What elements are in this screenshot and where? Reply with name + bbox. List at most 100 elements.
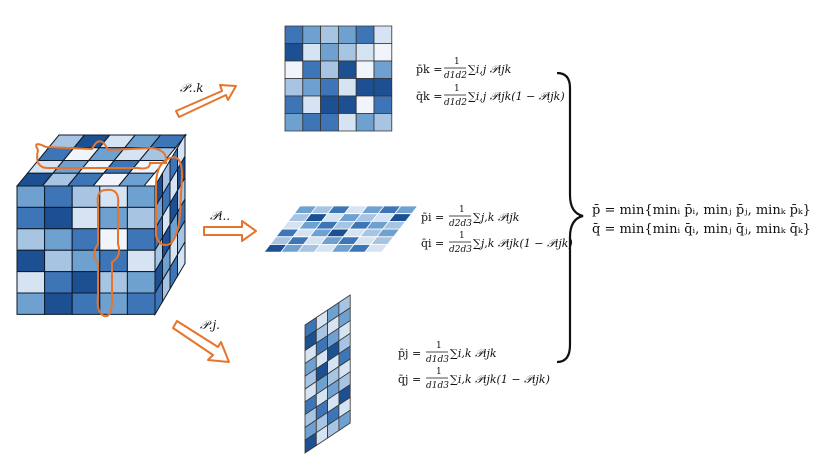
formula-j-q-num: 1 [436,367,442,377]
slice-cell [337,78,357,97]
arrow-j-label: 𝒫.j. [200,318,220,332]
slice-cell [320,95,339,114]
cube-top-face [15,134,188,187]
cube-cell [16,271,46,294]
formula-i-q-sum: ∑j,k 𝒫ijk(1 − 𝒫ijk) [473,237,573,250]
formula-k-p-den: d1d2 [444,71,467,81]
cube-cell [99,228,128,251]
slice-cell [338,409,351,432]
slice-cell [355,95,375,114]
slice-cell [337,25,357,44]
formula-i-p-lhs: p̄i = [421,211,444,224]
slice-cell [302,25,322,44]
cube-cell [126,249,156,273]
cube-cell [44,206,73,230]
slice-cell [320,113,339,132]
slice-j-matrix [304,294,351,454]
cube-cell [71,185,101,208]
formula-j-p-den: d1d3 [426,355,449,365]
cube-cell [71,292,101,315]
slice-cell [355,78,375,97]
cube-cell [44,249,73,273]
j-slice-outline [155,156,184,246]
slice-cell [302,43,322,62]
formula-k-q-sum: ∑i,j 𝒫ijk(1 − 𝒫ijk) [468,90,565,103]
formula-k-p-sum: ∑i,j 𝒫ijk [468,63,512,76]
slice-cell [302,60,322,79]
arrow-k-slice: 𝒫..k [175,81,237,118]
formula-j-p-sum: ∑i,k 𝒫ijk [450,347,497,360]
cube-cell [126,206,156,230]
arrow-i-slice: 𝒫i.. [203,209,257,242]
arrow-k-label: 𝒫..k [180,81,204,95]
slice-i-matrix [263,205,419,253]
cube-cell [44,292,73,315]
slice-cell [373,25,393,44]
formula-j: p̄j = 1 d1d3 ∑i,k 𝒫ijk q̄j = 1 d1d3 ∑i,k… [398,341,550,391]
formula-i: p̄i = 1 d2d3 ∑j,k 𝒫ijk q̄i = 1 d2d3 ∑j,k… [421,205,573,255]
formula-k-p-lhs: p̄k = [416,63,442,76]
formula-i-q-den: d2d3 [449,245,472,255]
cube-cell [99,271,128,294]
formula-j-q-den: d1d3 [426,381,449,391]
slice-cell [355,113,375,132]
formula-k-p-num: 1 [454,57,460,67]
summary-formulas: p̄ = min{minᵢ p̄ᵢ, minⱼ p̄ⱼ, minₖ p̄ₖ} q… [592,203,811,237]
formula-i-p-sum: ∑j,k 𝒫ijk [473,211,520,224]
slice-cell [373,43,393,62]
cube-cell [44,271,73,294]
slice-k-matrix [284,25,393,132]
formula-k-q-lhs: q̄k = [416,90,442,103]
cube-cell [126,271,156,294]
arrow-j-slice: 𝒫.j. [172,318,230,363]
slice-cell [284,113,304,132]
slice-cell [337,95,357,114]
cube-cell [16,249,46,273]
formula-k: p̄k = 1 d1d2 ∑i,j 𝒫ijk q̄k = 1 d1d2 ∑i,j… [416,57,565,108]
i-slice-outline [93,188,121,318]
cube-cell [44,185,73,208]
formula-j-q-sum: ∑i,k 𝒫ijk(1 − 𝒫ijk) [450,373,550,386]
slice-cell [355,25,375,44]
formula-k-q-num: 1 [454,84,460,94]
cube-cell [16,228,46,251]
cube-cell [99,292,128,315]
slice-cell [337,113,357,132]
slice-outlines [35,140,184,318]
arrow-k-shape [175,84,237,118]
formula-j-p-num: 1 [436,341,442,351]
slice-cell [373,78,393,97]
arrow-i-label: 𝒫i.. [210,209,230,223]
arrow-i-shape [203,220,257,242]
arrow-j-shape [172,320,230,363]
slice-cell [284,60,304,79]
slice-cell [284,43,304,62]
cube-cell [16,206,46,230]
k-slice-outline [35,140,168,170]
slice-cell [284,25,304,44]
slice-cell [373,60,393,79]
cube-cell [99,206,128,230]
formula-j-q-lhs: q̄j = [398,373,421,386]
slice-cell [284,78,304,97]
formula-i-p-num: 1 [459,205,465,215]
slice-cell [373,113,393,132]
cube-cell [126,185,156,208]
formula-k-q-den: d1d2 [444,98,467,108]
slice-cell [373,95,393,114]
slice-cell [320,43,339,62]
cube-cell [44,228,73,251]
cube-cell [126,228,156,251]
slice-cell [363,244,389,253]
slice-cell [320,60,339,79]
slice-cell [284,95,304,114]
probability-tensor-cube [15,133,188,318]
summary-q: q̄ = min{minᵢ q̄ᵢ, minⱼ q̄ⱼ, minₖ q̄ₖ} [592,222,811,237]
cube-cell [177,240,186,278]
slice-cell [302,78,322,97]
slice-cell [320,78,339,97]
slice-cell [302,113,322,132]
slice-cell [320,25,339,44]
cube-cell [16,292,46,315]
